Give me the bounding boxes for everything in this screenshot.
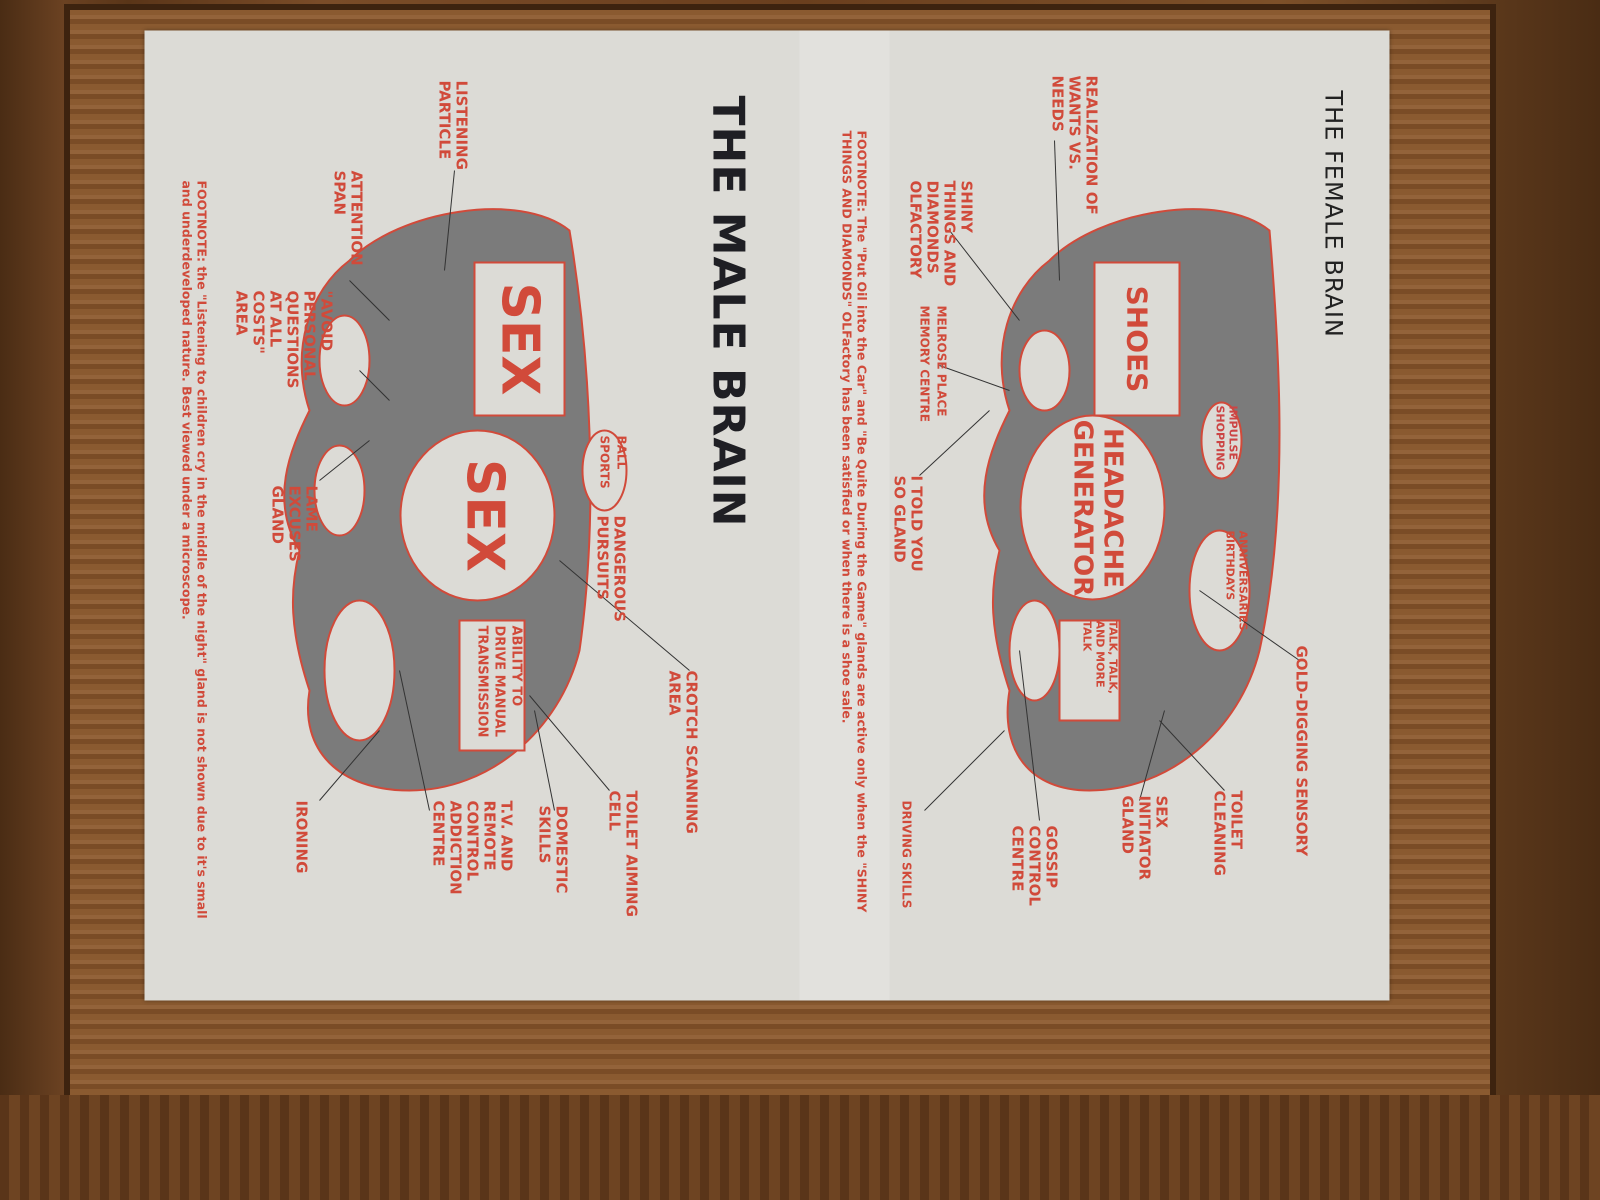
label-i-told-you: I TOLD YOU SO GLAND xyxy=(890,475,926,572)
sex-box-label: SEX xyxy=(489,282,550,396)
label-lame-excuses: LAME EXCUSES GLAND xyxy=(268,485,321,562)
paper-sheet: THE FEMALE BRAIN SHOES HEADACHE GENERATO… xyxy=(144,30,1390,1001)
label-talk: TALK, TALK, AND MORE TALK xyxy=(1080,620,1120,695)
label-tv-remote: T.V. AND REMOTE CONTROL ADDICTION CENTRE xyxy=(429,800,516,895)
label-realization: REALIZATION OF WANTS VS. NEEDS xyxy=(1048,75,1101,215)
female-footnote: FOOTNOTE: The "Put Oil into the Car" and… xyxy=(839,130,870,913)
label-ability-to-drive: ABILITY TO DRIVE MANUAL TRANSMISSION xyxy=(474,625,524,738)
male-leader-lines xyxy=(319,170,690,811)
label-driving-skills: DRIVING SKILLS xyxy=(899,800,914,909)
label-domestic-skills: DOMESTIC SKILLS xyxy=(535,805,571,894)
female-brain-title: THE FEMALE BRAIN xyxy=(1319,90,1348,338)
label-avoid-questions: "AVOID PERSONAL QUESTIONS AT ALL COSTS" … xyxy=(232,290,336,389)
label-gold-digging: GOLD-DIGGING SENSORY xyxy=(1292,645,1311,857)
wood-panel xyxy=(0,1095,1600,1200)
label-crotch-scanning: CROTCH SCANNING AREA xyxy=(665,670,701,834)
label-melrose: MELROSE PLACE MEMORY CENTRE xyxy=(917,305,949,422)
label-anniversaries: ANNIVERSARIES BIRTHDAYS xyxy=(1223,530,1250,631)
label-ball-sports: BALL SPORTS xyxy=(597,435,629,489)
label-impulse-shopping: IMPULSE SHOPPING xyxy=(1213,405,1240,471)
label-dangerous-pursuits: DANGEROUS PURSUITS xyxy=(593,515,629,622)
label-ironing: IRONING xyxy=(292,800,311,874)
label-sex-initiator: SEX INITIATOR GLAND xyxy=(1118,795,1171,881)
brain-diagrams xyxy=(283,140,1300,821)
label-gossip: GOSSIP CONTROL CENTRE xyxy=(1008,825,1061,906)
headache-generator-label: HEADACHE GENERATOR xyxy=(1067,419,1128,597)
label-shiny-things: SHINY THINGS AND DIAMONDS OLFACTORY xyxy=(906,180,976,287)
male-footnote: FOOTNOTE: the "Listening to children cry… xyxy=(179,180,210,919)
shoes-box-label: SHOES xyxy=(1120,285,1154,393)
label-toilet-aiming: TOILET AIMING CELL xyxy=(605,790,641,917)
label-attention-span: ATTENTION SPAN xyxy=(330,170,366,266)
sex-circle-label: SEX xyxy=(454,458,515,573)
female-leader-lines xyxy=(919,140,1300,821)
label-listening-particle: LISTENING PARTICLE xyxy=(435,80,471,170)
label-toilet-cleaning: TOILET CLEANING xyxy=(1210,790,1246,876)
male-brain-title: THE MALE BRAIN xyxy=(702,95,754,528)
male-brain-shape xyxy=(283,208,628,792)
